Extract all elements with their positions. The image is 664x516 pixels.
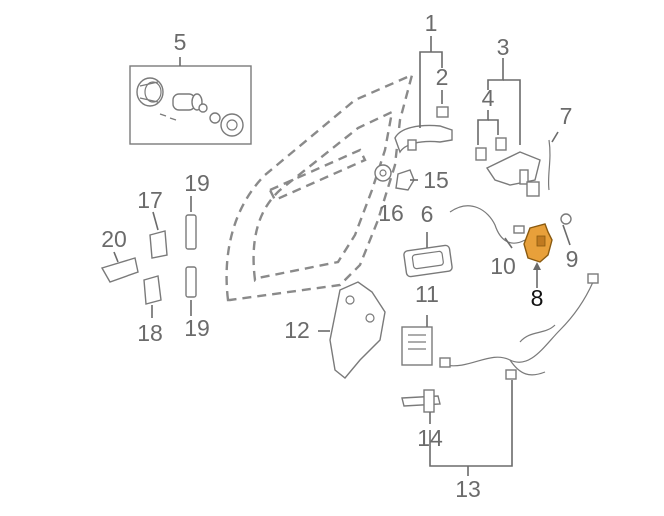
control-module: [401, 315, 433, 366]
inside-handle: [403, 232, 453, 278]
door-check: [401, 389, 441, 424]
callout-9: 9: [566, 246, 579, 272]
callout-6: 6: [421, 201, 434, 227]
callout-19-top: 19: [184, 170, 210, 196]
callout-20: 20: [101, 226, 127, 252]
callout-17: 17: [137, 187, 163, 213]
latch-bracket: [475, 137, 541, 197]
callout-12: 12: [284, 317, 310, 343]
lock-cylinder-kit: [129, 57, 252, 145]
callout-2: 2: [436, 64, 449, 90]
callout-16: 16: [378, 200, 404, 226]
release-cable: [449, 205, 526, 249]
screw: [560, 213, 572, 246]
callout-18: 18: [137, 320, 163, 346]
callout-11: 11: [415, 281, 439, 307]
small-bracket: [395, 169, 418, 191]
outside-handle: [394, 106, 453, 154]
callout-5: 5: [174, 29, 187, 55]
leader-1-2: [419, 36, 443, 128]
callout-19-bottom: 19: [184, 315, 210, 341]
wiring-harness: [429, 273, 599, 476]
door-outline: [225, 72, 414, 302]
hinge-parts: [100, 196, 197, 318]
callout-7: 7: [560, 103, 573, 129]
callout-13: 13: [455, 476, 481, 502]
callout-14: 14: [417, 425, 443, 451]
door-lock-actuator-highlighted: [523, 223, 553, 288]
callout-10: 10: [490, 253, 516, 279]
grommet: [374, 164, 392, 182]
callout-4: 4: [482, 85, 495, 111]
lock-rod: [547, 131, 559, 191]
callout-8: 8: [531, 285, 544, 311]
door-panel-bracket: [318, 281, 386, 379]
callout-15: 15: [423, 167, 449, 193]
callout-3: 3: [497, 34, 510, 60]
leader-3-4: [477, 58, 521, 145]
callout-1: 1: [425, 10, 438, 36]
